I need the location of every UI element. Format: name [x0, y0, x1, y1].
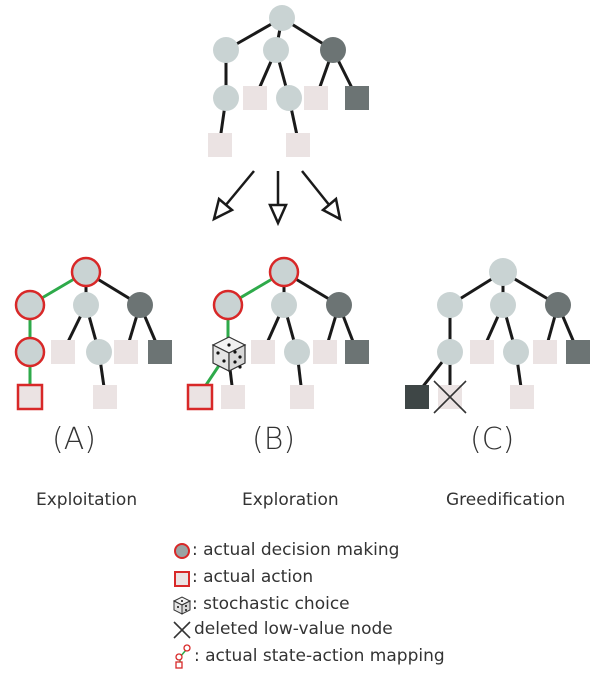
tree-node	[271, 292, 297, 318]
legend-stochastic-text: : stochastic choice	[192, 594, 350, 614]
panel-label-b: (B)	[252, 422, 296, 457]
legend-mapping-text: : actual state-action mapping	[194, 646, 445, 666]
tree-node	[269, 5, 295, 31]
action-node	[186, 383, 214, 411]
legend-action-text: : actual action	[192, 567, 314, 587]
caption-exploration: Exploration	[242, 490, 339, 510]
state-action-path	[28, 270, 87, 396]
stochastic-choice-icon	[211, 336, 247, 372]
tree-node	[545, 292, 571, 318]
leaf-node	[208, 133, 232, 157]
top-tree	[208, 5, 369, 157]
tree-a	[14, 256, 172, 411]
action-legend-icon	[174, 571, 190, 587]
caption-exploitation: Exploitation	[36, 490, 138, 510]
tree-node	[127, 292, 153, 318]
tree-node	[213, 85, 239, 111]
decision-node	[14, 289, 46, 321]
leaf-node	[345, 86, 369, 110]
leaf-node	[470, 340, 494, 364]
leaf-node	[313, 340, 337, 364]
tree-c	[405, 258, 590, 414]
decision-node	[268, 256, 300, 288]
tree-node	[490, 292, 516, 318]
deleted-legend-icon	[173, 621, 191, 639]
tree-node	[86, 339, 112, 365]
tree-node	[73, 292, 99, 318]
tree-node	[503, 339, 529, 365]
tree-node	[437, 339, 463, 365]
transform-arrows	[212, 170, 342, 227]
legend-icons	[172, 543, 192, 669]
leaf-node	[51, 340, 75, 364]
decision-node	[14, 336, 46, 368]
tree-b	[186, 256, 369, 411]
deleted-node-icon	[433, 380, 467, 414]
leaf-node	[243, 86, 267, 110]
decision-node	[70, 256, 102, 288]
leaf-node	[148, 340, 172, 364]
mapping-legend-icon	[175, 644, 191, 669]
leaf-node	[566, 340, 590, 364]
tree-node	[489, 258, 517, 286]
tree-node	[326, 292, 352, 318]
panel-label-a: (A)	[52, 422, 96, 457]
leaf-node	[286, 133, 310, 157]
leaf-node	[405, 385, 429, 409]
arrow-to-b	[268, 171, 288, 227]
leaf-node	[114, 340, 138, 364]
leaf-node	[510, 385, 534, 409]
tree-node	[276, 85, 302, 111]
leaf-node	[533, 340, 557, 364]
arrow-to-a	[212, 170, 255, 222]
decision-legend-icon	[174, 543, 190, 559]
leaf-node	[290, 385, 314, 409]
legend-decision-text: : actual decision making	[192, 540, 400, 560]
tree-node	[320, 37, 346, 63]
action-node	[16, 383, 44, 411]
tree-node	[213, 37, 239, 63]
leaf-node	[251, 340, 275, 364]
arrow-to-c	[301, 170, 342, 222]
top-tree-edges	[218, 16, 359, 141]
tree-node	[284, 339, 310, 365]
leaf-node	[345, 340, 369, 364]
leaf-node	[221, 385, 245, 409]
legend-deleted-text: deleted low-value node	[194, 619, 393, 639]
tree-node	[263, 37, 289, 63]
caption-greedification: Greedification	[446, 490, 566, 510]
leaf-node	[304, 86, 328, 110]
leaf-node	[93, 385, 117, 409]
tree-node	[437, 292, 463, 318]
panel-label-c: (C)	[470, 422, 515, 457]
stochastic-legend-icon	[172, 596, 192, 615]
decision-node	[212, 289, 244, 321]
